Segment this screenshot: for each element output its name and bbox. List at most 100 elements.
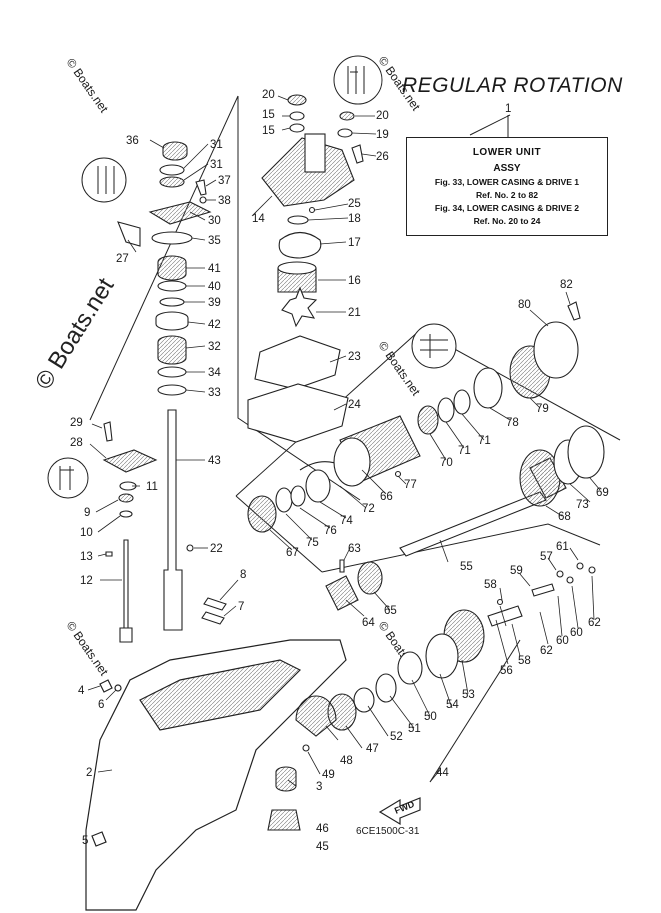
callout-35: 35 <box>208 235 221 247</box>
callout-20b: 20 <box>376 110 389 122</box>
part-20-grommet-right <box>339 111 355 121</box>
callout-57: 57 <box>540 551 553 563</box>
part-61-ball <box>576 562 584 570</box>
part-59-shift-plunger <box>531 583 555 597</box>
part-30-retainer <box>148 201 212 225</box>
fwd-arrow-shape <box>378 797 421 826</box>
part-80-retainer <box>533 321 579 379</box>
watermark-top-right: © Boats.net <box>376 54 424 114</box>
callout-7: 7 <box>238 601 244 613</box>
part-54-bearing <box>425 633 459 679</box>
inset-circle-top <box>333 55 383 105</box>
part-32-sleeve <box>157 335 187 365</box>
callout-18: 18 <box>348 213 361 225</box>
callout-12: 12 <box>80 575 93 587</box>
callout-31b: 31 <box>210 159 223 171</box>
part-9-seal <box>118 493 134 503</box>
part-20-grommet <box>287 94 307 106</box>
part-26-bolt <box>351 144 364 164</box>
callout-21: 21 <box>348 307 361 319</box>
callout-72: 72 <box>362 503 375 515</box>
part-21-impeller <box>281 286 318 328</box>
callout-79: 79 <box>536 403 549 415</box>
propeller-shaft-housing <box>247 301 581 533</box>
callout-54: 54 <box>446 699 459 711</box>
callout-43: 43 <box>208 455 221 467</box>
callout-42: 42 <box>208 319 221 331</box>
inset-seal-detail-left <box>81 157 127 203</box>
callout-14: 14 <box>252 213 265 225</box>
callout-74: 74 <box>340 515 353 527</box>
part-39-washer <box>159 297 185 307</box>
callout-45: 45 <box>316 841 329 853</box>
callout-15a: 15 <box>262 109 275 121</box>
inset-circle-left <box>81 157 127 203</box>
callout-63: 63 <box>348 543 361 555</box>
callout-16: 16 <box>348 275 361 287</box>
callout-66: 66 <box>380 491 393 503</box>
callout-3: 3 <box>316 781 322 793</box>
watermark-bottom-left: © Boats.net <box>64 619 112 679</box>
part-10-o-ring <box>119 510 133 518</box>
part-82-bolt <box>567 301 581 321</box>
callout-62b: 62 <box>588 617 601 629</box>
callout-labels: 1 20 15 15 20 19 26 14 25 18 17 16 21 23… <box>70 89 609 853</box>
callout-76: 76 <box>324 525 337 537</box>
callout-34: 34 <box>208 367 221 379</box>
callout-75: 75 <box>306 537 319 549</box>
part-31-seal-b <box>159 176 185 188</box>
callout-65: 65 <box>384 605 397 617</box>
callout-8: 8 <box>240 569 246 581</box>
info-line-lower-unit: LOWER UNIT <box>472 147 542 158</box>
callout-59: 59 <box>510 565 523 577</box>
diagram-title: REGULAR ROTATION <box>402 74 623 97</box>
part-38-washer <box>199 196 207 204</box>
callout-52: 52 <box>390 731 403 743</box>
inset-bearing-detail <box>411 323 457 369</box>
part-57-ball <box>556 570 564 578</box>
callout-2: 2 <box>86 767 92 779</box>
part-65-spring <box>357 561 383 595</box>
part-40-shim <box>157 280 187 292</box>
part-36-cap <box>162 141 188 161</box>
part-27-bracket <box>117 221 141 247</box>
inset-left-lines <box>97 166 115 194</box>
casing-inner <box>139 659 302 731</box>
water-pump-assembly <box>247 94 364 443</box>
part-25-pin <box>308 206 316 214</box>
callout-67: 67 <box>286 547 299 559</box>
part-64-dog-clutch <box>325 575 359 611</box>
callout-32: 32 <box>208 341 221 353</box>
part-7-key <box>201 611 225 625</box>
part-75-ring <box>275 487 293 513</box>
forward-direction-arrow: FWD <box>378 797 421 826</box>
callout-58a: 58 <box>484 579 497 591</box>
callout-27: 27 <box>116 253 129 265</box>
shift-rod-tip <box>119 627 133 643</box>
callout-62a: 62 <box>540 645 553 657</box>
part-33-ring <box>157 384 187 396</box>
reverse-gear-group <box>267 609 485 831</box>
callout-78: 78 <box>506 417 519 429</box>
callout-36: 36 <box>126 135 139 147</box>
callout-50: 50 <box>424 711 437 723</box>
callout-82: 82 <box>560 279 573 291</box>
part-58-pin <box>496 598 504 606</box>
callout-60b: 60 <box>570 627 583 639</box>
insert-top <box>277 261 317 275</box>
part-23-plate <box>254 335 341 390</box>
part-55-propeller-shaft <box>399 491 547 557</box>
callout-69: 69 <box>596 487 609 499</box>
leader-lines <box>87 95 601 787</box>
callout-49: 49 <box>322 769 335 781</box>
inset-shift-lines <box>59 466 74 490</box>
callout-47: 47 <box>366 743 379 755</box>
inset-seal-lines <box>347 66 365 94</box>
part-62-ball-a <box>588 566 596 574</box>
callout-37: 37 <box>218 175 231 187</box>
callout-11: 11 <box>146 481 158 493</box>
part-5-plug <box>91 831 107 847</box>
part-41-bearing <box>157 255 187 281</box>
callout-4: 4 <box>78 685 85 697</box>
callout-48: 48 <box>340 755 353 767</box>
